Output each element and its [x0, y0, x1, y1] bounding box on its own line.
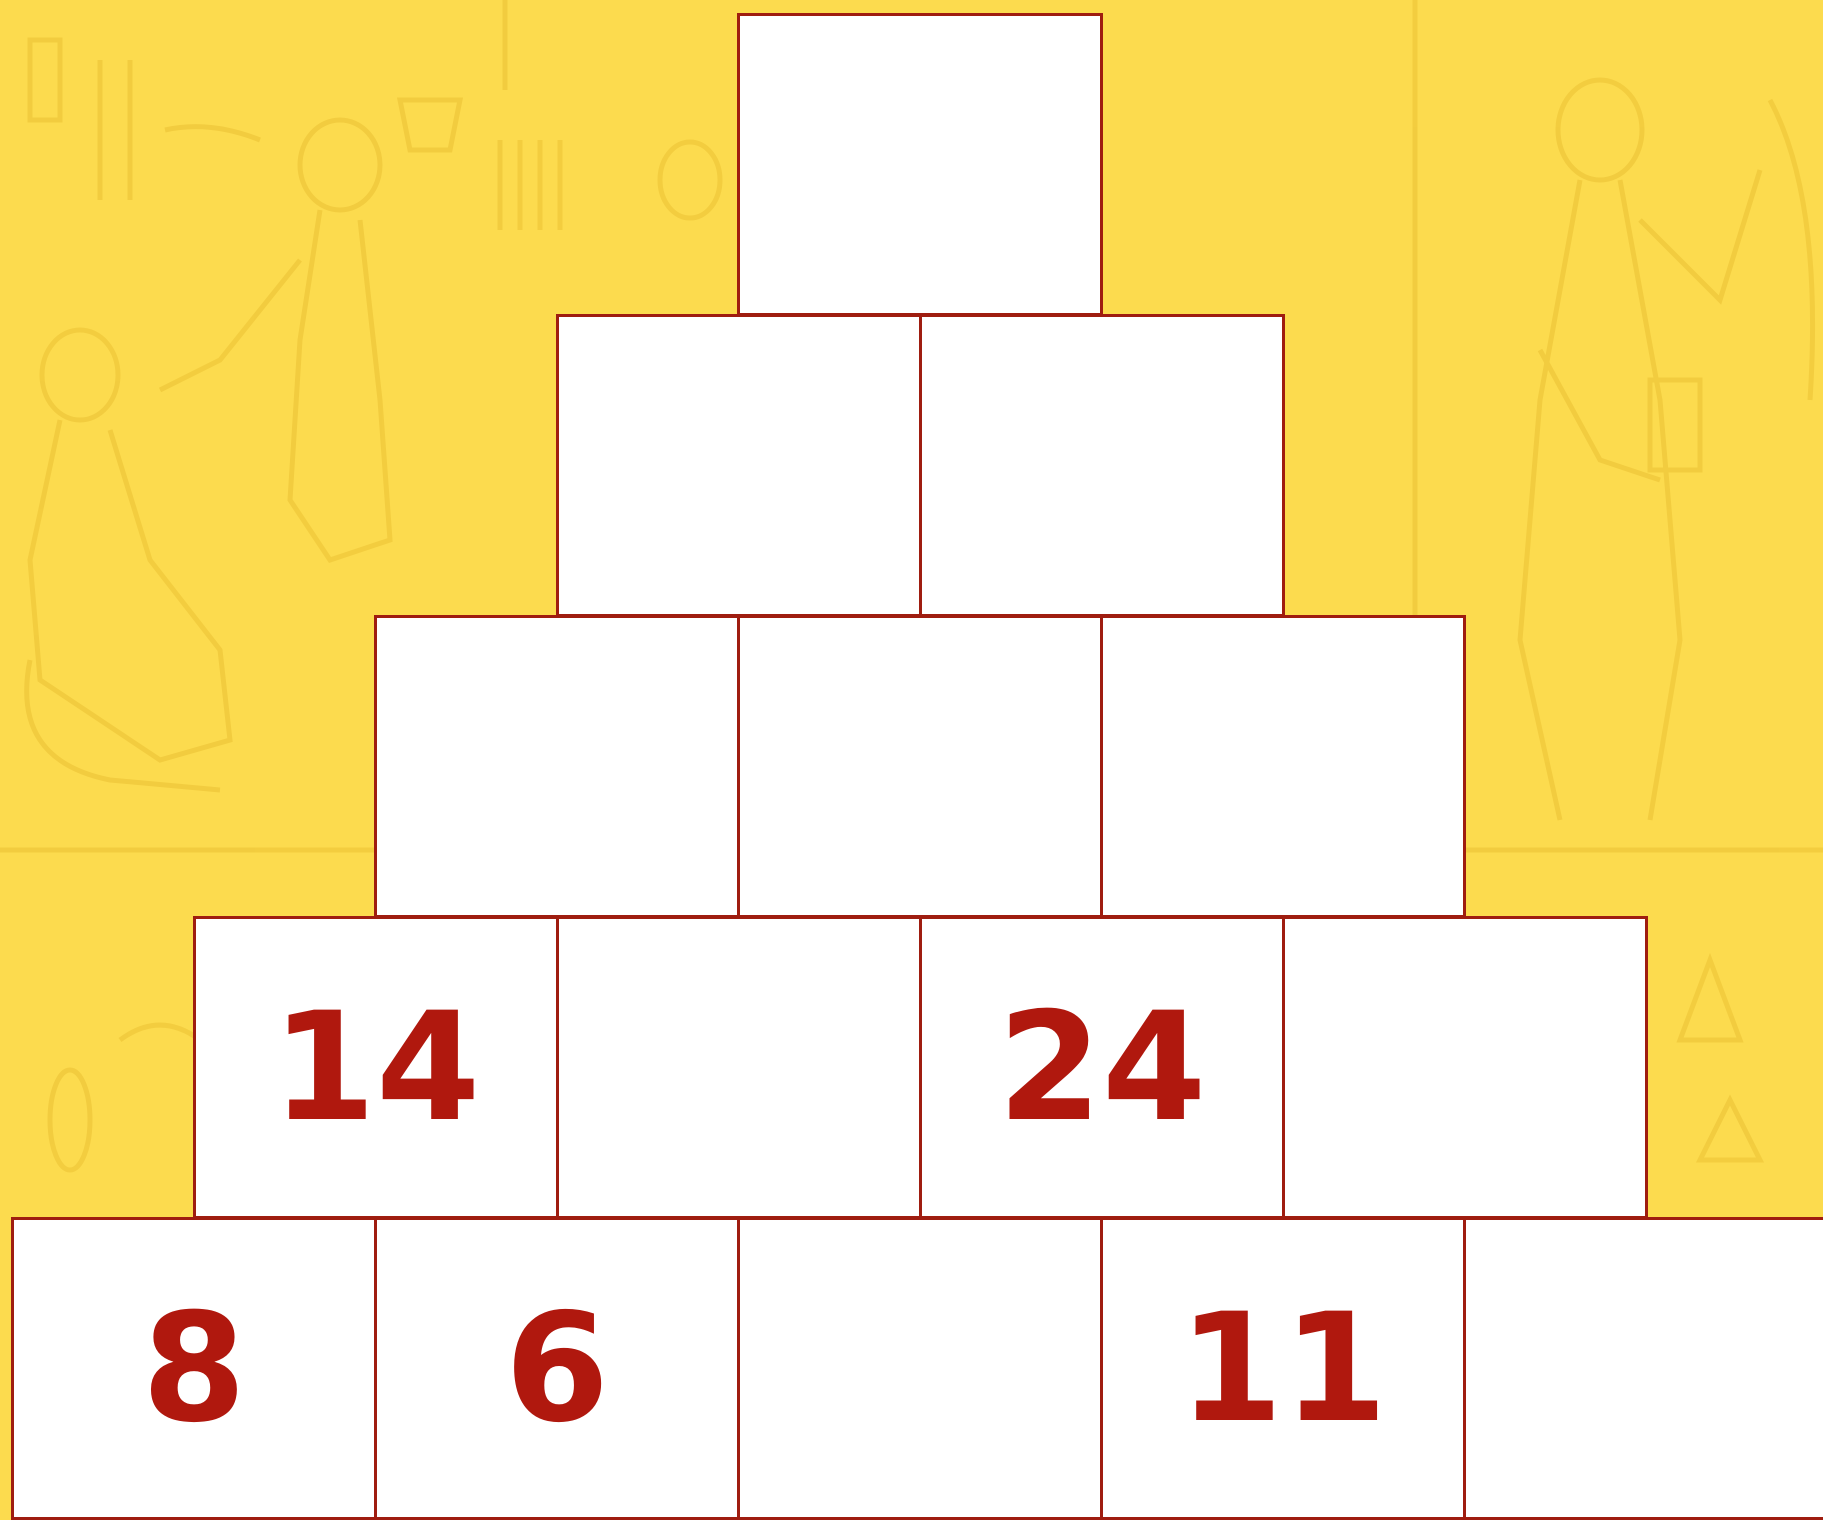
- pyramid-cell-r3-c1[interactable]: [374, 615, 740, 918]
- pyramid-cell-r3-c3[interactable]: [1100, 615, 1466, 918]
- pyramid-cell-r4-c1[interactable]: 14: [193, 916, 559, 1219]
- pyramid-cell-r1-c1[interactable]: [737, 13, 1103, 316]
- cell-number: 6: [505, 1294, 609, 1444]
- cell-number: 11: [1179, 1294, 1388, 1444]
- pyramid-cell-r5-c1[interactable]: 8: [11, 1217, 377, 1520]
- pyramid-cell-r2-c2[interactable]: [919, 314, 1285, 617]
- pyramid-cell-r5-c3[interactable]: [737, 1217, 1103, 1520]
- pyramid-cell-r5-c5[interactable]: [1463, 1217, 1823, 1520]
- cell-number: 14: [272, 993, 481, 1143]
- pyramid-cell-r5-c2[interactable]: 6: [374, 1217, 740, 1520]
- cell-number: 24: [998, 993, 1207, 1143]
- pyramid-cell-r4-c3[interactable]: 24: [919, 916, 1285, 1219]
- pyramid-cell-r2-c1[interactable]: [556, 314, 922, 617]
- pyramid-cell-r4-c2[interactable]: [556, 916, 922, 1219]
- pyramid-cell-r5-c4[interactable]: 11: [1100, 1217, 1466, 1520]
- cell-number: 8: [142, 1294, 246, 1444]
- pyramid-cell-r3-c2[interactable]: [737, 615, 1103, 918]
- pyramid-cell-r4-c4[interactable]: [1282, 916, 1648, 1219]
